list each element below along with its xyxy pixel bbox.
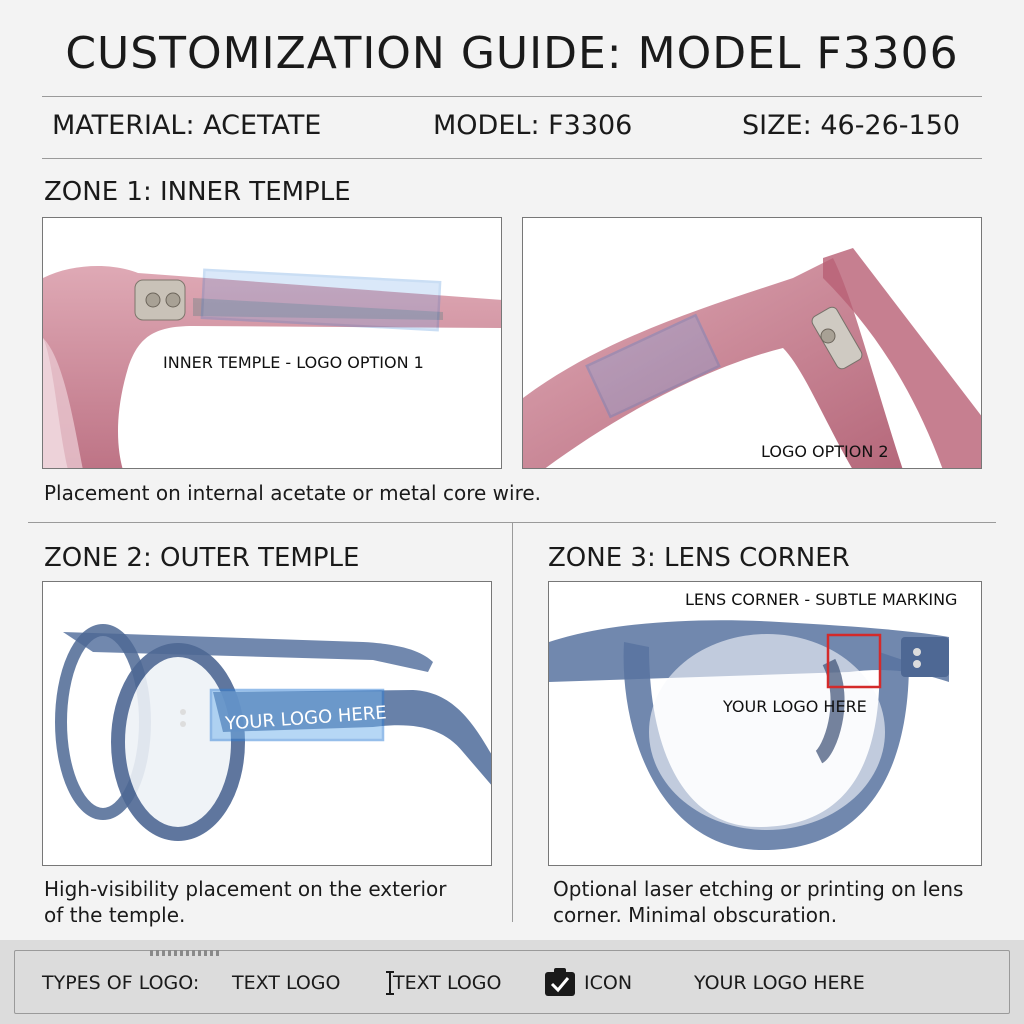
- divider-vertical: [512, 522, 513, 922]
- spec-size: SIZE: 46-26-150: [742, 110, 961, 141]
- footer-bar: [0, 940, 1024, 1024]
- zone2-panel: YOUR LOGO HERE: [42, 581, 492, 866]
- footer-types-label: TYPES OF LOGO:: [42, 972, 200, 994]
- page-title: CUSTOMIZATION GUIDE: MODEL F3306: [65, 28, 959, 79]
- zone3-title: ZONE 3: LENS CORNER: [548, 543, 850, 573]
- zone2-caption-line1: High-visibility placement on the exterio…: [44, 877, 447, 901]
- footer-text-logo-2: TEXT LOGO: [393, 972, 502, 994]
- spec-model: MODEL: F3306: [433, 110, 633, 141]
- outer-logo-highlight: [209, 688, 385, 742]
- inner-temple-angle-photo: [523, 248, 981, 468]
- zone3-panel: LENS CORNER - SUBTLE MARKING YOUR LOGO H…: [548, 581, 982, 866]
- zone3-logo-text: YOUR LOGO HERE: [723, 697, 867, 716]
- spec-material: MATERIAL: ACETATE: [52, 110, 322, 141]
- logo-option2-highlight: [585, 313, 721, 419]
- footer-icon-label: ICON: [584, 972, 633, 994]
- footer-text-logo-1: TEXT LOGO: [232, 972, 341, 994]
- zone1-panel-option1: INNER TEMPLE - LOGO OPTION 1: [42, 217, 502, 469]
- zone1-option2-label: LOGO OPTION 2: [761, 442, 889, 461]
- lens-corner-highlight: [826, 633, 882, 689]
- zone1-title: ZONE 1: INNER TEMPLE: [44, 177, 351, 207]
- lens-corner-photo: [549, 620, 949, 851]
- logo-option1-highlight: [200, 268, 442, 332]
- zone3-caption: Optional laser etching or printing on le…: [553, 876, 963, 928]
- zone3-label: LENS CORNER - SUBTLE MARKING: [685, 590, 958, 609]
- divider-top: [42, 96, 982, 97]
- badge-check-icon: [544, 967, 576, 1001]
- footer-your-logo-here: YOUR LOGO HERE: [694, 972, 865, 994]
- inner-temple-photo: [43, 266, 501, 468]
- zone2-caption-line2: of the temple.: [44, 903, 186, 927]
- zone1-panel-option2: LOGO OPTION 2: [522, 217, 982, 469]
- zone1-option1-label: INNER TEMPLE - LOGO OPTION 1: [163, 353, 424, 372]
- footer-frame: [14, 950, 1010, 1014]
- divider-specs: [42, 158, 982, 159]
- zone2-title: ZONE 2: OUTER TEMPLE: [44, 543, 360, 573]
- zone2-caption: High-visibility placement on the exterio…: [44, 876, 447, 928]
- outer-temple-photo: [55, 624, 491, 841]
- footer-tick-marks: [150, 950, 222, 956]
- text-cursor-icon: [384, 970, 396, 1000]
- zone3-caption-line2: corner. Minimal obscuration.: [553, 903, 838, 927]
- zone1-caption: Placement on internal acetate or metal c…: [44, 481, 542, 505]
- zone3-caption-line1: Optional laser etching or printing on le…: [553, 877, 964, 901]
